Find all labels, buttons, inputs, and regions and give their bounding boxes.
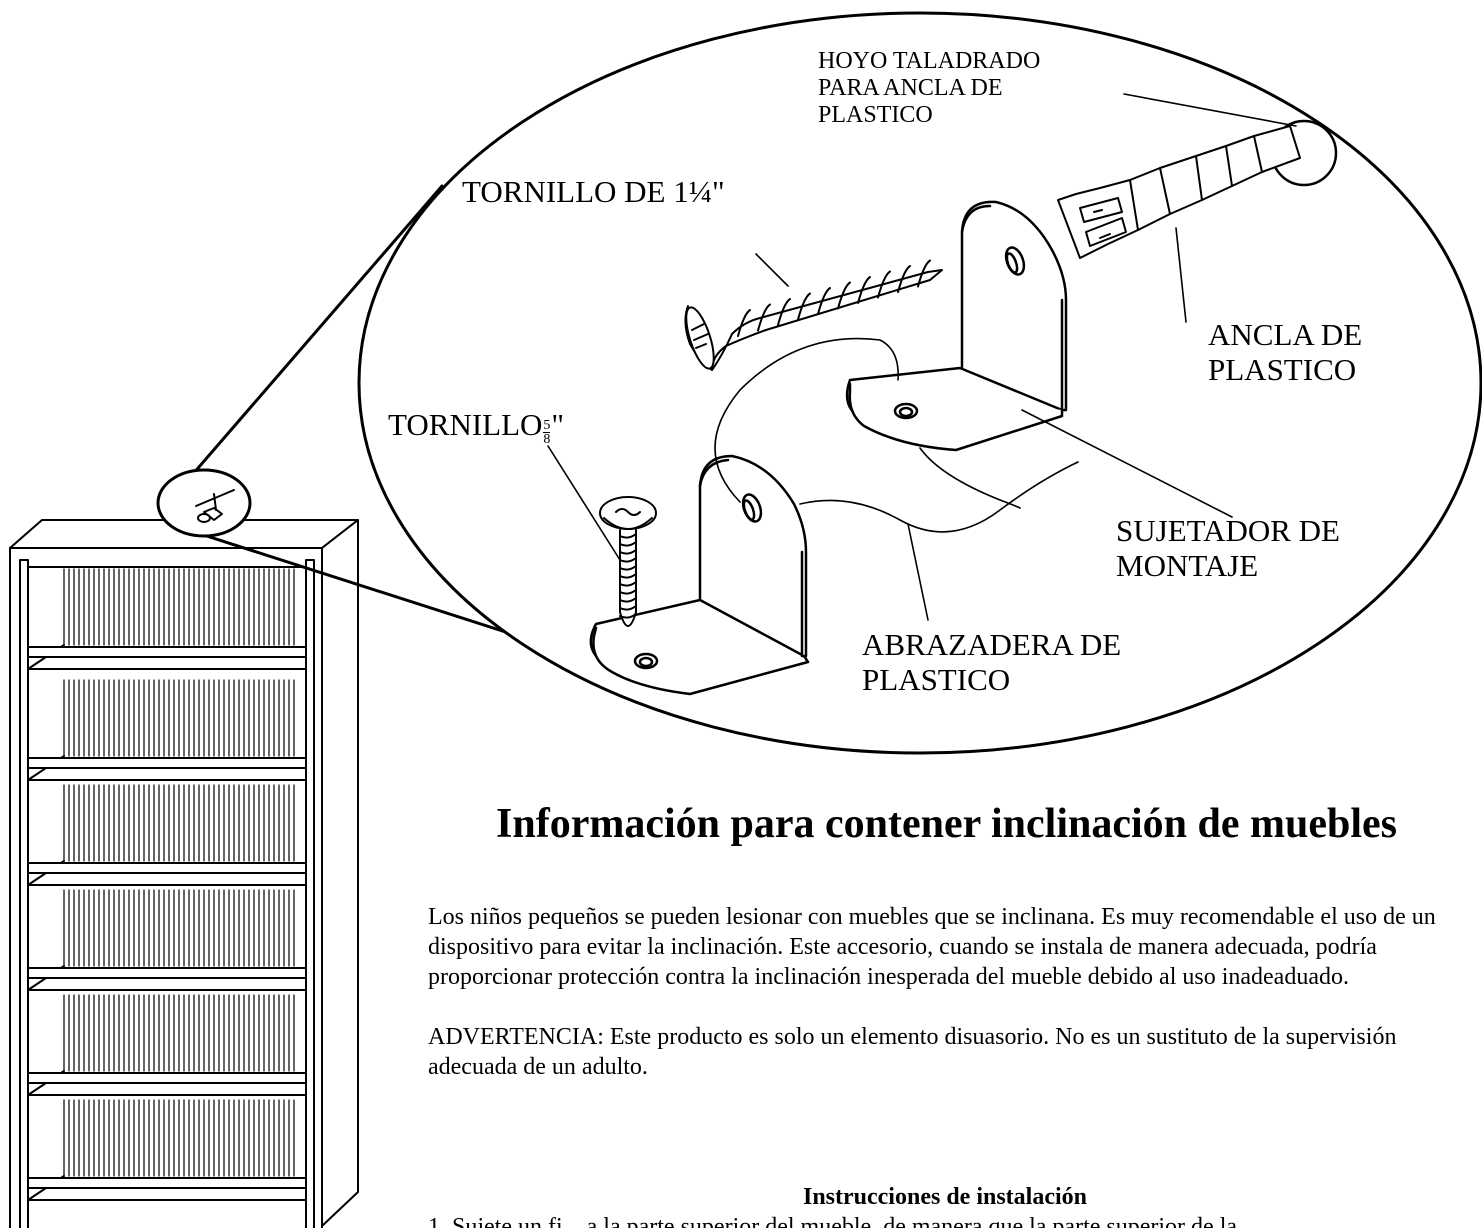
page-title: Información para contener inclinación de… — [496, 801, 1398, 847]
shelf-board — [27, 757, 307, 769]
leader-long-screw — [755, 253, 789, 287]
shelf-board — [27, 862, 307, 874]
label-drilled-hole-line-2: PARA ANCLA DE — [818, 74, 1003, 101]
plastic-tie — [714, 337, 1079, 533]
shelf-board — [27, 1177, 307, 1189]
leader-drilled-hole — [1123, 93, 1297, 127]
lower-mounting-bracket — [589, 454, 810, 696]
short-screw-threads — [619, 533, 637, 619]
leader-short-screw — [547, 445, 621, 561]
label-short-screw-prefix: TORNILLO — [388, 407, 543, 442]
shelf-board — [27, 646, 307, 658]
label-bracket-line-1: SUJETADOR DE — [1116, 513, 1340, 548]
zoom-leader-lines — [184, 184, 542, 645]
label-drilled-hole-line-1: HOYO TALADRADO — [818, 48, 1041, 74]
instruction-step-1: 1. Sujete un fi... a la parte superior d… — [428, 1214, 1256, 1228]
shelf-board — [27, 967, 307, 979]
label-short-screw-suffix: " — [551, 407, 565, 442]
label-tie: ABRAZADERA DE PLASTICO — [862, 627, 1122, 697]
plastic-anchor — [1057, 125, 1301, 259]
shelf-board — [27, 1072, 307, 1084]
label-drilled-hole-line-3: PLASTICO — [818, 101, 933, 128]
long-screw-threads — [737, 259, 931, 337]
leader-anchor — [1175, 227, 1187, 323]
label-long-screw: TORNILLO DE 1¼" — [462, 174, 725, 209]
label-drilled-hole: HOYO TALADRADO PARA ANCLA DE PLASTICO — [818, 48, 1040, 129]
bookcase-shelves — [27, 568, 307, 1201]
leader-bracket — [1021, 409, 1233, 518]
small-hardware-icon — [195, 489, 235, 523]
label-anchor: ANCLA DE PLASTICO — [1208, 317, 1363, 387]
label-tie-line-2: PLASTICO — [862, 661, 1011, 697]
label-bracket: SUJETADOR DE MONTAJE — [1116, 513, 1340, 583]
warning-paragraph: ADVERTENCIA: Este producto es solo un el… — [428, 1024, 1397, 1080]
intro-paragraph: Los niños pequeños se pueden lesionar co… — [428, 904, 1436, 990]
instructions-heading: Instrucciones de instalación — [802, 1184, 1087, 1210]
upper-mounting-bracket — [845, 200, 1068, 452]
fraction-denominator: 8 — [543, 432, 551, 447]
label-anchor-line-1: ANCLA DE — [1208, 317, 1363, 352]
leader-tie — [907, 523, 929, 621]
label-anchor-line-2: PLASTICO — [1208, 351, 1357, 387]
fraction-numerator: 5 — [543, 418, 551, 433]
label-tie-line-1: ABRAZADERA DE — [862, 627, 1122, 662]
label-bracket-line-2: MONTAJE — [1116, 547, 1259, 583]
bookcase-illustration — [9, 519, 359, 1228]
